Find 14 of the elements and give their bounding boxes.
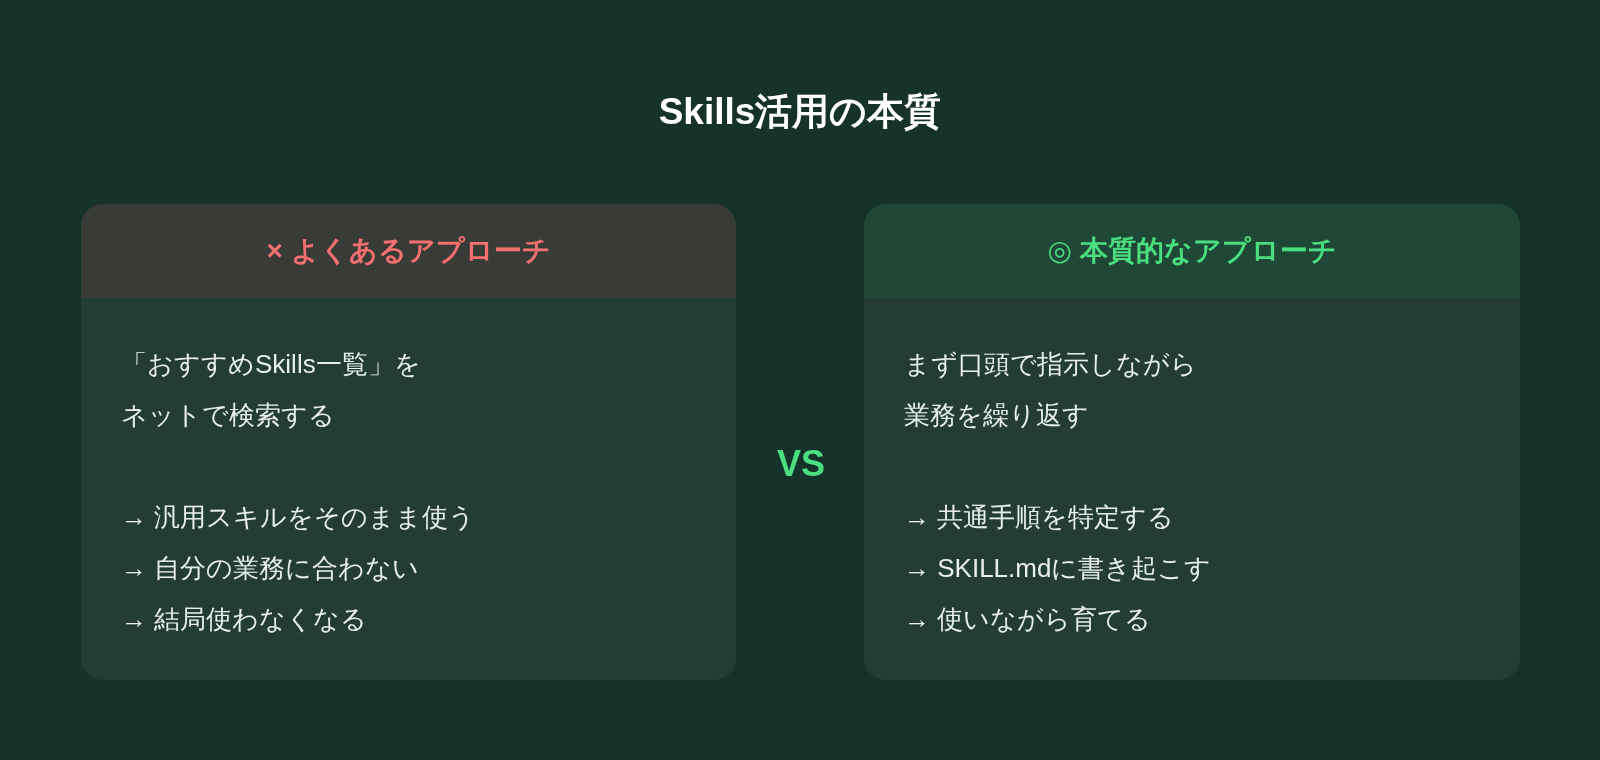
list-item: → 結局使わなくなる [121, 603, 368, 636]
list-item: → SKILL.mdに書き起こす [904, 552, 1212, 585]
card-text: まず口頭で指示しながら業務を繰り返す [904, 348, 1198, 432]
card-header: ◎ 本質的なアプローチ [864, 204, 1520, 298]
list-item: → 共通手順を特定する [904, 501, 1175, 534]
list-item: → 汎用スキルをそのまま使う [121, 501, 476, 534]
vs-label: VS [777, 443, 825, 485]
comparison-card [81, 204, 736, 680]
comparison-card [864, 204, 1520, 680]
diagram-title: Skills活用の本質 [657, 90, 943, 134]
list-item: → 自分の業務に合わない [121, 552, 420, 585]
card-header: × よくあるアプローチ [81, 204, 736, 298]
card-text: 「おすすめSkills一覧」をネットで検索する [121, 348, 422, 432]
list-item: → 使いながら育てる [904, 603, 1152, 636]
